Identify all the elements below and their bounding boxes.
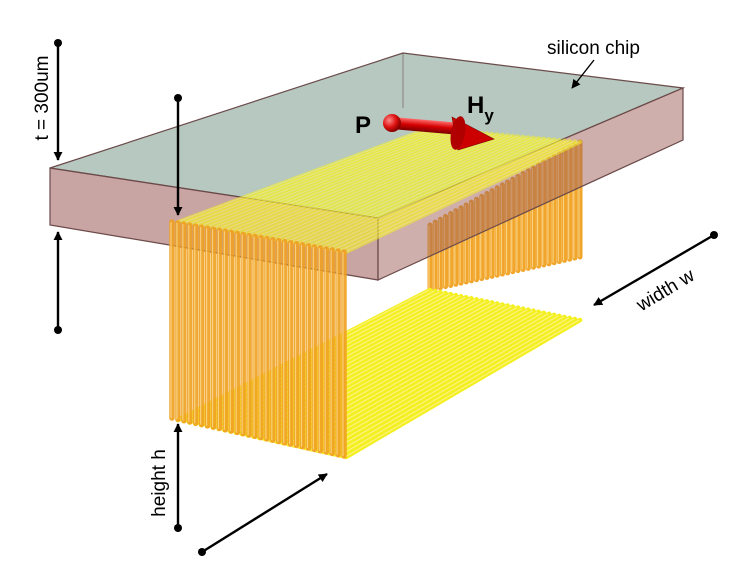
field-arrow-shaft <box>391 117 455 135</box>
coil-bottom-wire-highlight <box>234 299 482 434</box>
field-label: Hy <box>467 92 494 125</box>
coil-top-wire-highlight <box>194 128 445 226</box>
coil-top-wire-highlight <box>315 139 554 248</box>
coil-top-wire-highlight <box>304 138 544 246</box>
coil-top-wire <box>176 126 432 224</box>
coil-top-wire <box>280 134 526 243</box>
coil-top-wire-highlight <box>257 134 502 238</box>
coil-bottom-wire-highlight <box>327 316 564 454</box>
length-arrow <box>201 472 328 554</box>
coil-top-wire-highlight <box>321 139 559 249</box>
coil-bottom-wire-highlight <box>344 319 580 458</box>
coil-back-wall <box>427 139 583 293</box>
coil-top-wire <box>233 130 484 235</box>
coil-top-wire-highlight <box>240 132 487 234</box>
coil-top-wire <box>239 131 489 236</box>
coil-bottom-wire-highlight <box>309 313 549 450</box>
coil-top-wire <box>286 135 531 244</box>
coil-top-marker <box>173 94 183 216</box>
coil-bottom-wire-highlight <box>240 300 487 435</box>
coil-top-wire-highlight <box>327 140 564 250</box>
thickness-label: t = 300um <box>32 55 53 140</box>
coil-top-wire-highlight <box>223 131 471 231</box>
coil-top-wire-highlight <box>333 140 569 251</box>
width-label: width w <box>632 265 698 316</box>
coil-top-wire-highlight <box>275 135 518 241</box>
coil-top-wire <box>181 126 438 226</box>
coil-top-wire-highlight <box>286 136 528 243</box>
coil-top-wire-highlight <box>281 136 523 242</box>
chip-callout: silicon chip <box>547 38 640 89</box>
coil-top-wire-highlight <box>228 131 476 232</box>
height-dimension: height h <box>149 423 183 532</box>
length-dimension <box>198 472 328 556</box>
coil-top-wire <box>228 130 479 234</box>
width-dimension: width w <box>593 231 718 316</box>
coil-top-wire <box>268 133 515 241</box>
coil-top-wire <box>315 137 557 249</box>
chip-label: silicon chip <box>547 38 640 59</box>
coil-top-wire <box>320 138 562 250</box>
coil-top-wire <box>309 137 551 248</box>
coil-top-wire <box>204 128 458 230</box>
coil-top-wire-highlight <box>182 127 435 224</box>
coil-top-wire <box>326 138 567 251</box>
coil-top-layer <box>176 126 582 254</box>
width-arrow <box>593 233 715 307</box>
coil-top-wire <box>344 140 582 254</box>
coil-top-wire <box>291 135 536 245</box>
coil-top-wire <box>210 128 464 231</box>
field-label-main: H <box>467 92 484 119</box>
field-arrow-head-base <box>450 116 466 150</box>
coil-top-wire <box>187 126 443 227</box>
point-p-label: P <box>355 112 371 139</box>
coil-top-wire-highlight <box>199 129 450 227</box>
coil-bottom-wire-highlight <box>333 317 569 455</box>
coil-top-wire <box>193 127 448 228</box>
coil-top-wire-highlight <box>263 134 507 239</box>
coil-top-wire-highlight <box>338 140 575 252</box>
coil-bottom-wire-highlight <box>321 315 559 453</box>
coil-top-wire <box>222 129 474 233</box>
coil-bottom-wire-highlight <box>338 318 575 457</box>
chip-right-face <box>377 87 684 281</box>
coil-top-wire-highlight <box>205 129 456 228</box>
coil-top-wire-highlight <box>309 138 549 247</box>
coil-top-wire <box>262 133 510 240</box>
coil-top-wire <box>274 134 520 242</box>
coil-top-wire <box>199 127 453 229</box>
coil-top-wire-highlight <box>176 127 430 223</box>
coil-top-wire <box>303 136 546 247</box>
coil-top-wire-highlight <box>188 128 440 225</box>
coil-top-wire <box>338 139 577 253</box>
height-label: height h <box>149 449 170 517</box>
coil-top-wire-highlight <box>252 133 497 237</box>
coil-top-wire-highlight <box>211 130 461 229</box>
field-label-subscript: y <box>484 106 494 125</box>
coil-top-wire <box>297 136 541 246</box>
coil-top-wire-highlight <box>269 135 512 240</box>
coil-top-wire-highlight <box>344 141 580 253</box>
coil-top-wire <box>245 131 495 237</box>
coil-top-wire-highlight <box>298 137 538 245</box>
coil-top-wire <box>257 132 505 239</box>
field-vector-hy <box>383 114 495 151</box>
coil-front-wall <box>169 219 347 459</box>
coil-top-wire <box>332 139 572 252</box>
coil-top-wire <box>251 132 500 238</box>
coil-top-wire-highlight <box>217 130 466 230</box>
coil-top-wire-highlight <box>234 132 481 233</box>
coil-top-wire-highlight <box>292 137 533 244</box>
coil-bottom-wire-highlight <box>315 314 554 452</box>
thickness-dimension: t = 300um <box>32 39 63 334</box>
point-p-marker <box>383 114 401 132</box>
coil-top-wire <box>216 129 469 232</box>
coil-top-wire-highlight <box>246 133 492 235</box>
chip-callout-arrow <box>571 59 595 89</box>
